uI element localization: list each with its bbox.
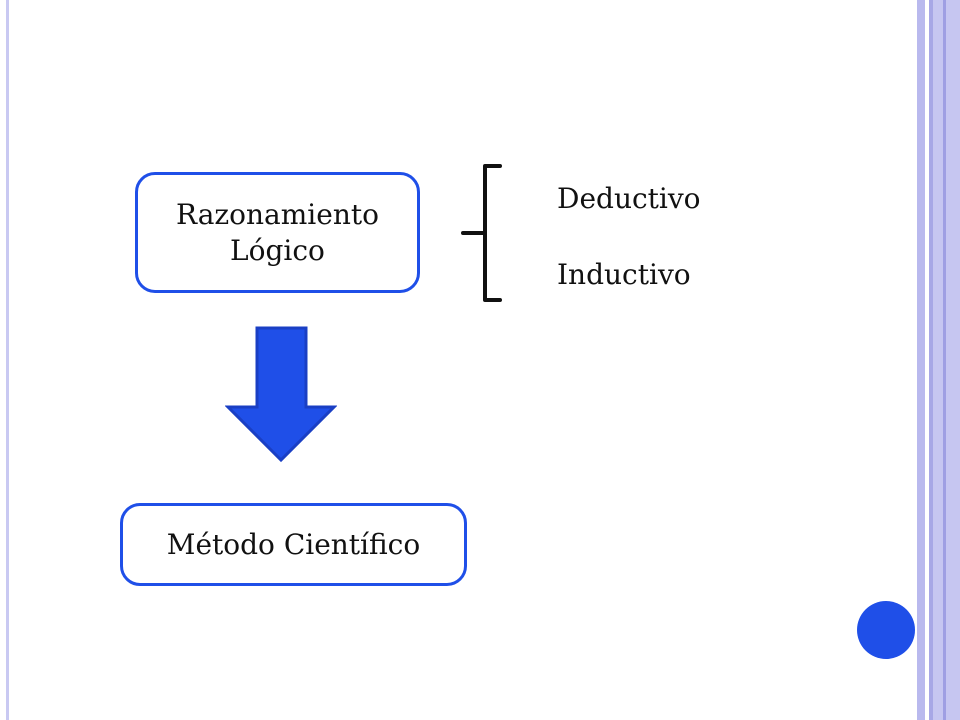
razonamiento-logico-node: Razonamiento Lógico [135,172,420,293]
right-border-stripe [917,0,925,720]
metodo-cientifico-node: Método Científico [120,503,467,586]
down-arrow-icon [225,326,337,463]
brace-icon [461,164,502,302]
circle-decoration-icon [857,601,915,659]
left-border-line [6,0,9,720]
right-border-stripe [929,0,933,720]
branch-inductivo: Inductivo [557,258,691,291]
right-border-stripe [933,0,960,720]
metodo-cientifico-label: Método Científico [166,527,421,561]
right-border-stripe [943,0,946,720]
right-border-stripe [926,0,929,720]
razonamiento-logico-label: Razonamiento Lógico [176,197,379,267]
branch-deductivo: Deductivo [557,182,701,215]
